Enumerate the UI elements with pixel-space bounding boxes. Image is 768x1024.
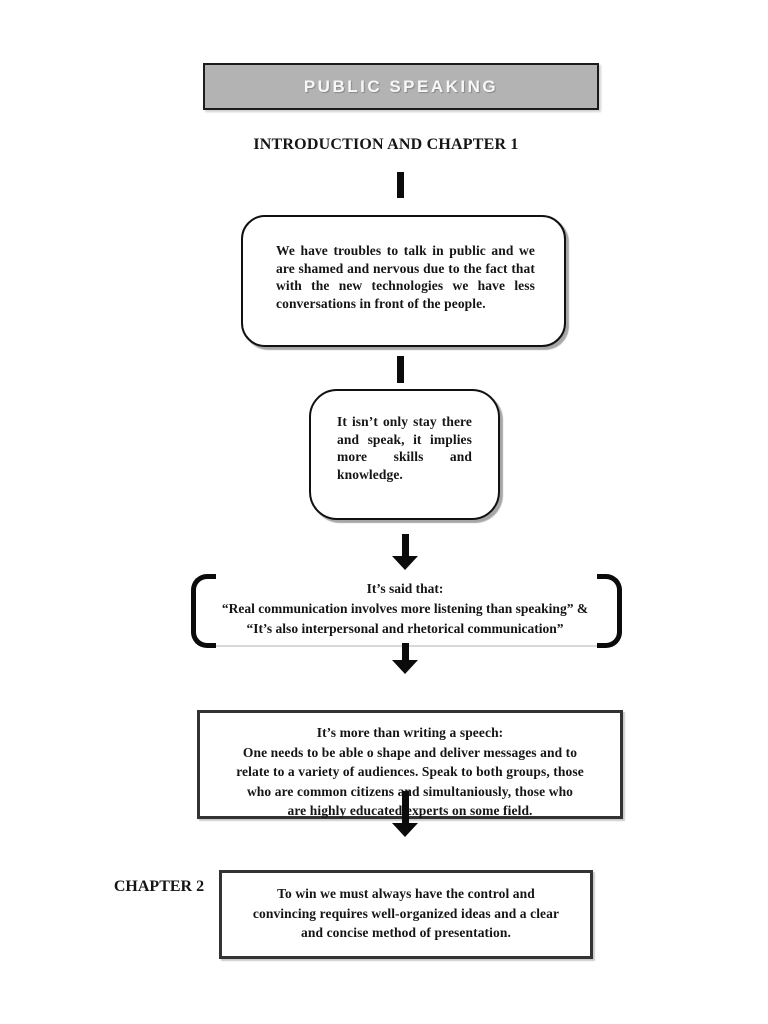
flow-node-control-text: To win we must always have the control a… bbox=[252, 886, 560, 940]
arrow-shaft bbox=[401, 791, 409, 823]
arrow-shaft bbox=[401, 534, 409, 556]
vertical-connector-bar bbox=[397, 356, 404, 383]
flow-node-control: To win we must always have the control a… bbox=[219, 870, 593, 959]
flow-node-skills: It isn’t only stay there and speak, it i… bbox=[309, 389, 500, 520]
arrow-head bbox=[392, 660, 418, 674]
flow-node-intro-text: We have troubles to talk in public and w… bbox=[276, 243, 535, 311]
title-banner: PUBLIC SPEAKING bbox=[203, 63, 599, 110]
arrow-shaft bbox=[401, 643, 409, 660]
down-arrow-icon bbox=[392, 534, 418, 570]
down-arrow-icon bbox=[392, 643, 418, 674]
title-banner-label: PUBLIC SPEAKING bbox=[303, 76, 499, 96]
flow-node-speech-text: It’s more than writing a speech: One nee… bbox=[236, 725, 584, 818]
brace-note-text: It’s said that: “Real communication invo… bbox=[221, 581, 589, 636]
arrow-head bbox=[392, 823, 418, 837]
flow-node-speech: It’s more than writing a speech: One nee… bbox=[197, 710, 623, 819]
section-heading: INTRODUCTION AND CHAPTER 1 bbox=[253, 136, 519, 153]
arrow-head bbox=[392, 556, 418, 570]
flow-node-skills-text: It isn’t only stay there and speak, it i… bbox=[337, 414, 472, 482]
flow-node-intro: We have troubles to talk in public and w… bbox=[241, 215, 566, 347]
left-bracket-icon bbox=[191, 574, 216, 648]
vertical-connector-bar bbox=[397, 172, 404, 198]
right-bracket-icon bbox=[597, 574, 622, 648]
down-arrow-icon bbox=[392, 791, 418, 837]
chapter2-label: CHAPTER 2 bbox=[113, 878, 205, 895]
